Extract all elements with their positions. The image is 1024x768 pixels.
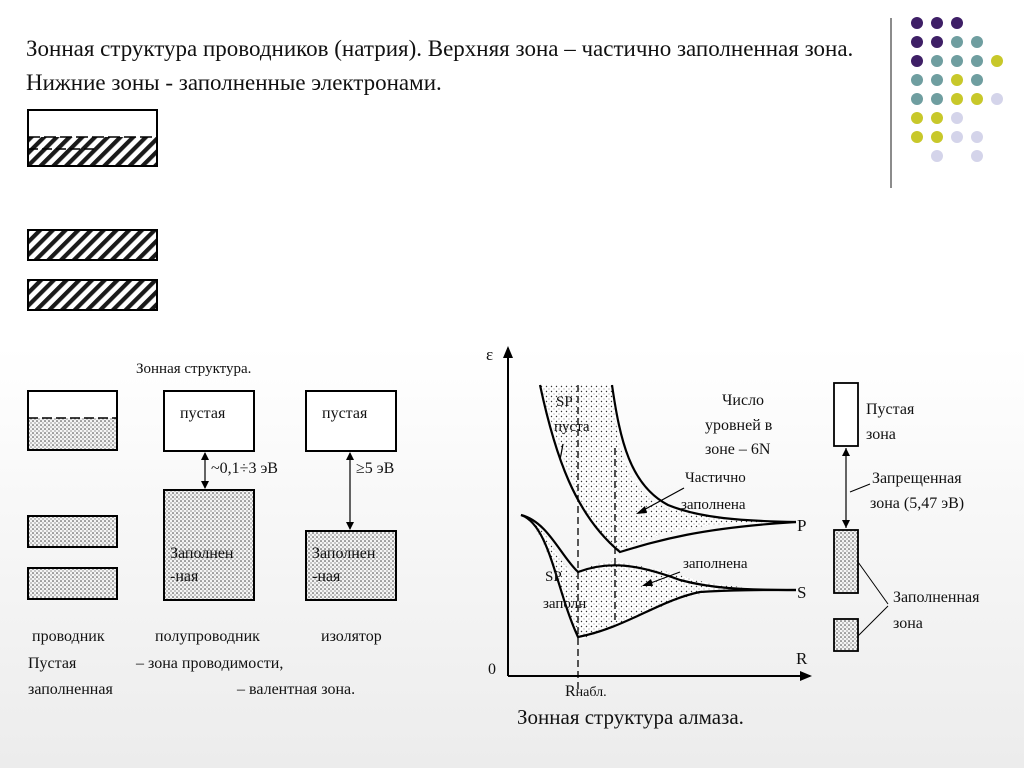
- sp-filled-label-1: SP: [545, 569, 562, 585]
- diamond-band-graph: [503, 346, 812, 690]
- filled-zone-label-1: Заполненная: [893, 589, 980, 606]
- caption-insulator: изолятор: [321, 628, 382, 645]
- x-axis-label: R: [796, 649, 808, 668]
- caption-conductor: проводник: [32, 628, 105, 645]
- sp-empty-label-2: пуста: [554, 419, 590, 435]
- filled-zone-box-1: [833, 529, 859, 594]
- filled-band-2: [27, 279, 158, 311]
- conductor-band-2: [27, 515, 118, 548]
- empty-zone-label-1: Пустая: [866, 401, 915, 418]
- forbidden-zone-label-1: Запрещенная: [872, 470, 962, 487]
- semiconductor-filled-label-1: Заполнен: [170, 545, 234, 562]
- r-obs-r: R: [565, 683, 576, 700]
- y-axis-label: ε: [486, 345, 494, 364]
- partially-filled-label-1: Частично: [685, 470, 746, 486]
- sodium-band-diagram: [27, 109, 158, 311]
- semiconductor-filled-band: [163, 489, 255, 601]
- diamond-band-scheme: [833, 382, 889, 652]
- insulator-empty-label: пустая: [322, 405, 368, 422]
- levels-label-3: зоне – 6N: [705, 441, 771, 458]
- legend-empty: Пустая: [28, 655, 77, 672]
- r-obs-label: Rнабл.: [565, 683, 607, 701]
- caption-semiconductor: полупроводник: [155, 628, 260, 645]
- band-structure-heading: Зонная структура.: [136, 361, 252, 377]
- filled-band-1: [27, 229, 158, 261]
- diamond-caption: Зонная структура алмаза.: [517, 705, 744, 729]
- levels-label-1: Число: [722, 392, 765, 409]
- legend-filled-def: – валентная зона.: [237, 681, 356, 698]
- semiconductor-filled-label-2: -ная: [170, 568, 199, 585]
- semiconductor-empty-label: пустая: [180, 405, 226, 422]
- filled-zone-box-2: [833, 618, 859, 652]
- curve-s-upper: [520, 513, 797, 592]
- curve-p-upper: [610, 384, 797, 524]
- partially-filled-label-2: заполнена: [681, 497, 746, 513]
- sp-filled-label-2: заполн: [543, 596, 587, 612]
- r-obs-sub: набл.: [575, 685, 607, 700]
- forbidden-zone-label-2: зона (5,47 эВ): [870, 495, 965, 512]
- legend-filled: заполненная: [28, 681, 113, 698]
- conductor-band-3: [27, 567, 118, 600]
- band-structure-comparison: [27, 390, 397, 601]
- origin-label: 0: [488, 661, 496, 678]
- slide-title: Зонная структура проводников (натрия). В…: [26, 36, 854, 95]
- filled-zone-label-2: зона: [893, 615, 923, 632]
- semiconductor-gap-label: ~0,1÷3 эВ: [211, 460, 278, 477]
- legend-empty-def: – зона проводимости,: [136, 655, 284, 672]
- semiconductor-empty-band: [163, 390, 255, 452]
- filled-label: заполнена: [683, 556, 748, 572]
- sp-empty-label-1: SP: [556, 394, 573, 410]
- empty-zone-label-2: зона: [866, 426, 896, 443]
- p-band-label: P: [797, 516, 807, 535]
- s-band-label: S: [797, 583, 807, 602]
- insulator-empty-band: [305, 390, 397, 452]
- curve-p-lower: [538, 384, 797, 554]
- decorative-dot-grid: [911, 17, 1003, 162]
- insulator-filled-band: [305, 530, 397, 601]
- insulator-gap-label: ≥5 эВ: [356, 460, 395, 477]
- empty-zone-box: [833, 382, 859, 447]
- levels-label-2: уровней в: [705, 417, 773, 434]
- insulator-filled-label-2: -ная: [312, 568, 341, 585]
- curve-s-lower: [520, 513, 797, 639]
- insulator-filled-label-1: Заполнен: [312, 545, 376, 562]
